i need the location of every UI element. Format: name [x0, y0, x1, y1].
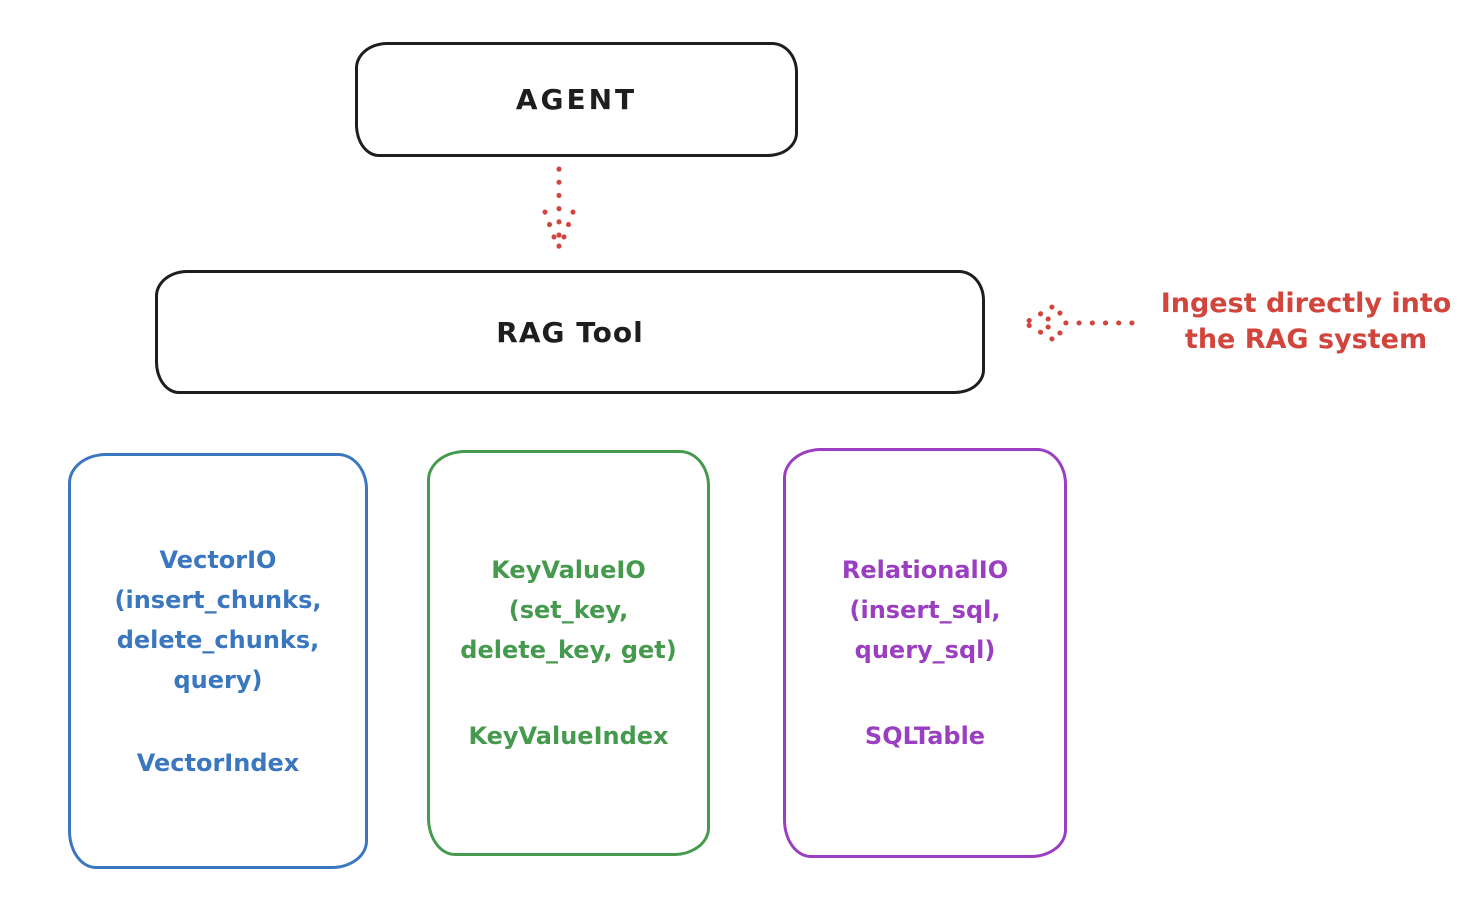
rag-tool-label: RAG Tool — [496, 315, 644, 349]
agent-label: AGENT — [515, 83, 638, 116]
keyvalue-io-node: KeyValueIO (set_key, delete_key, get) Ke… — [427, 450, 710, 856]
keyvalue-io-index-label: KeyValueIndex — [468, 722, 669, 750]
vector-io-index-label: VectorIndex — [136, 749, 300, 777]
rag-tool-node: RAG Tool — [155, 270, 985, 394]
vector-io-api-label: VectorIO (insert_chunks, delete_chunks, … — [114, 546, 322, 694]
relational-io-api-label: RelationalIO (insert_sql, query_sql) — [841, 556, 1009, 664]
ingest-annotation: Ingest directly into the RAG system — [1160, 288, 1452, 355]
keyvalue-io-api-label: KeyValueIO (set_key, delete_key, get) — [460, 556, 677, 664]
agent-to-rag-arrow-icon — [542, 166, 576, 261]
relational-io-node: RelationalIO (insert_sql, query_sql) SQL… — [783, 448, 1067, 858]
agent-node: AGENT — [355, 42, 798, 157]
vector-io-node: VectorIO (insert_chunks, delete_chunks, … — [68, 453, 368, 869]
ingest-arrow-icon — [1022, 304, 1135, 342]
relational-io-index-label: SQLTable — [864, 722, 986, 750]
